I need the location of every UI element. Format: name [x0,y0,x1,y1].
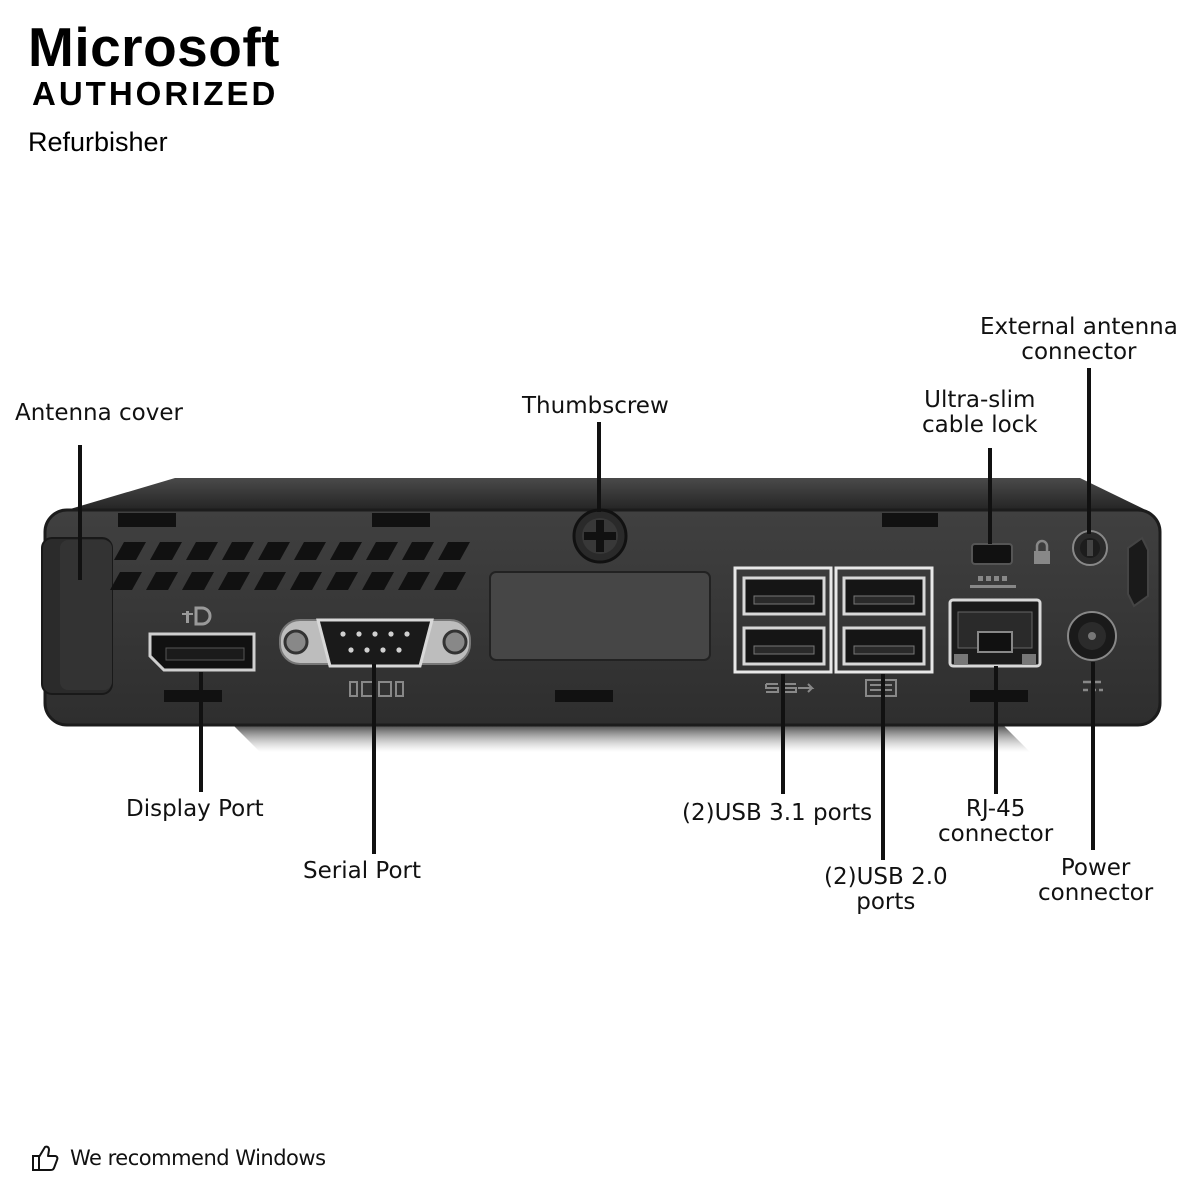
refurbisher-text: Refurbisher [28,127,168,157]
leader-cable-lock [988,448,992,544]
displayport-icon [182,606,212,626]
label-plate [489,571,711,661]
bottom-slot [555,690,613,702]
air-vents [110,542,470,590]
label-external-antenna: External antenna connector [980,314,1178,365]
external-antenna-connector [1072,530,1108,566]
usb20-ports [834,566,934,674]
label-serial-port: Serial Port [303,858,421,884]
network-icon [970,576,1016,588]
usb-superspeed-icon [765,683,815,693]
usb31-ports [733,566,833,674]
power-connector [1067,611,1117,661]
thumbs-up-icon [32,1145,59,1171]
top-slot [118,513,176,527]
thumbscrew [572,508,628,564]
top-slot [882,513,938,527]
base-shadow [230,722,1030,752]
leader-power [1091,662,1095,850]
label-antenna-cover: Antenna cover [15,400,183,426]
leader-thumbscrew [597,422,601,512]
serial-port-connector [279,618,471,668]
side-latch [1127,536,1149,608]
chassis-top [60,478,1150,512]
label-display-port: Display Port [126,796,264,822]
leader-external-antenna [1087,368,1091,534]
leader-usb31 [781,674,785,794]
bottom-slot [970,690,1028,702]
leader-rj45 [994,666,998,794]
brand-name: Microsoft [28,16,280,78]
cable-lock-slot [971,543,1013,565]
leader-usb20 [881,674,885,860]
serial-port-icon [349,681,404,697]
leader-serial-port [372,664,376,854]
leader-display-port [199,672,203,792]
displayport-connector [148,632,256,672]
label-power: Power connector [1038,855,1154,906]
rj45-connector [948,598,1042,668]
footer-text: We recommend Windows [70,1146,326,1170]
top-slot [372,513,430,527]
label-usb31: (2)USB 3.1 ports [682,800,873,826]
label-thumbscrew: Thumbscrew [522,393,669,419]
authorized-refurbisher-badge: Microsoft AUTHORIZED Refurbisher [28,18,280,158]
label-cable-lock: Ultra-slim cable lock [922,387,1038,438]
footer: We recommend Windows [30,1143,326,1173]
bottom-slot [164,690,222,702]
lock-icon [1034,539,1050,564]
leader-antenna-cover [78,445,82,580]
authorized-text: AUTHORIZED [32,75,279,112]
label-rj45: RJ-45 connector [938,796,1054,847]
label-usb20: (2)USB 2.0 ports [824,864,948,915]
